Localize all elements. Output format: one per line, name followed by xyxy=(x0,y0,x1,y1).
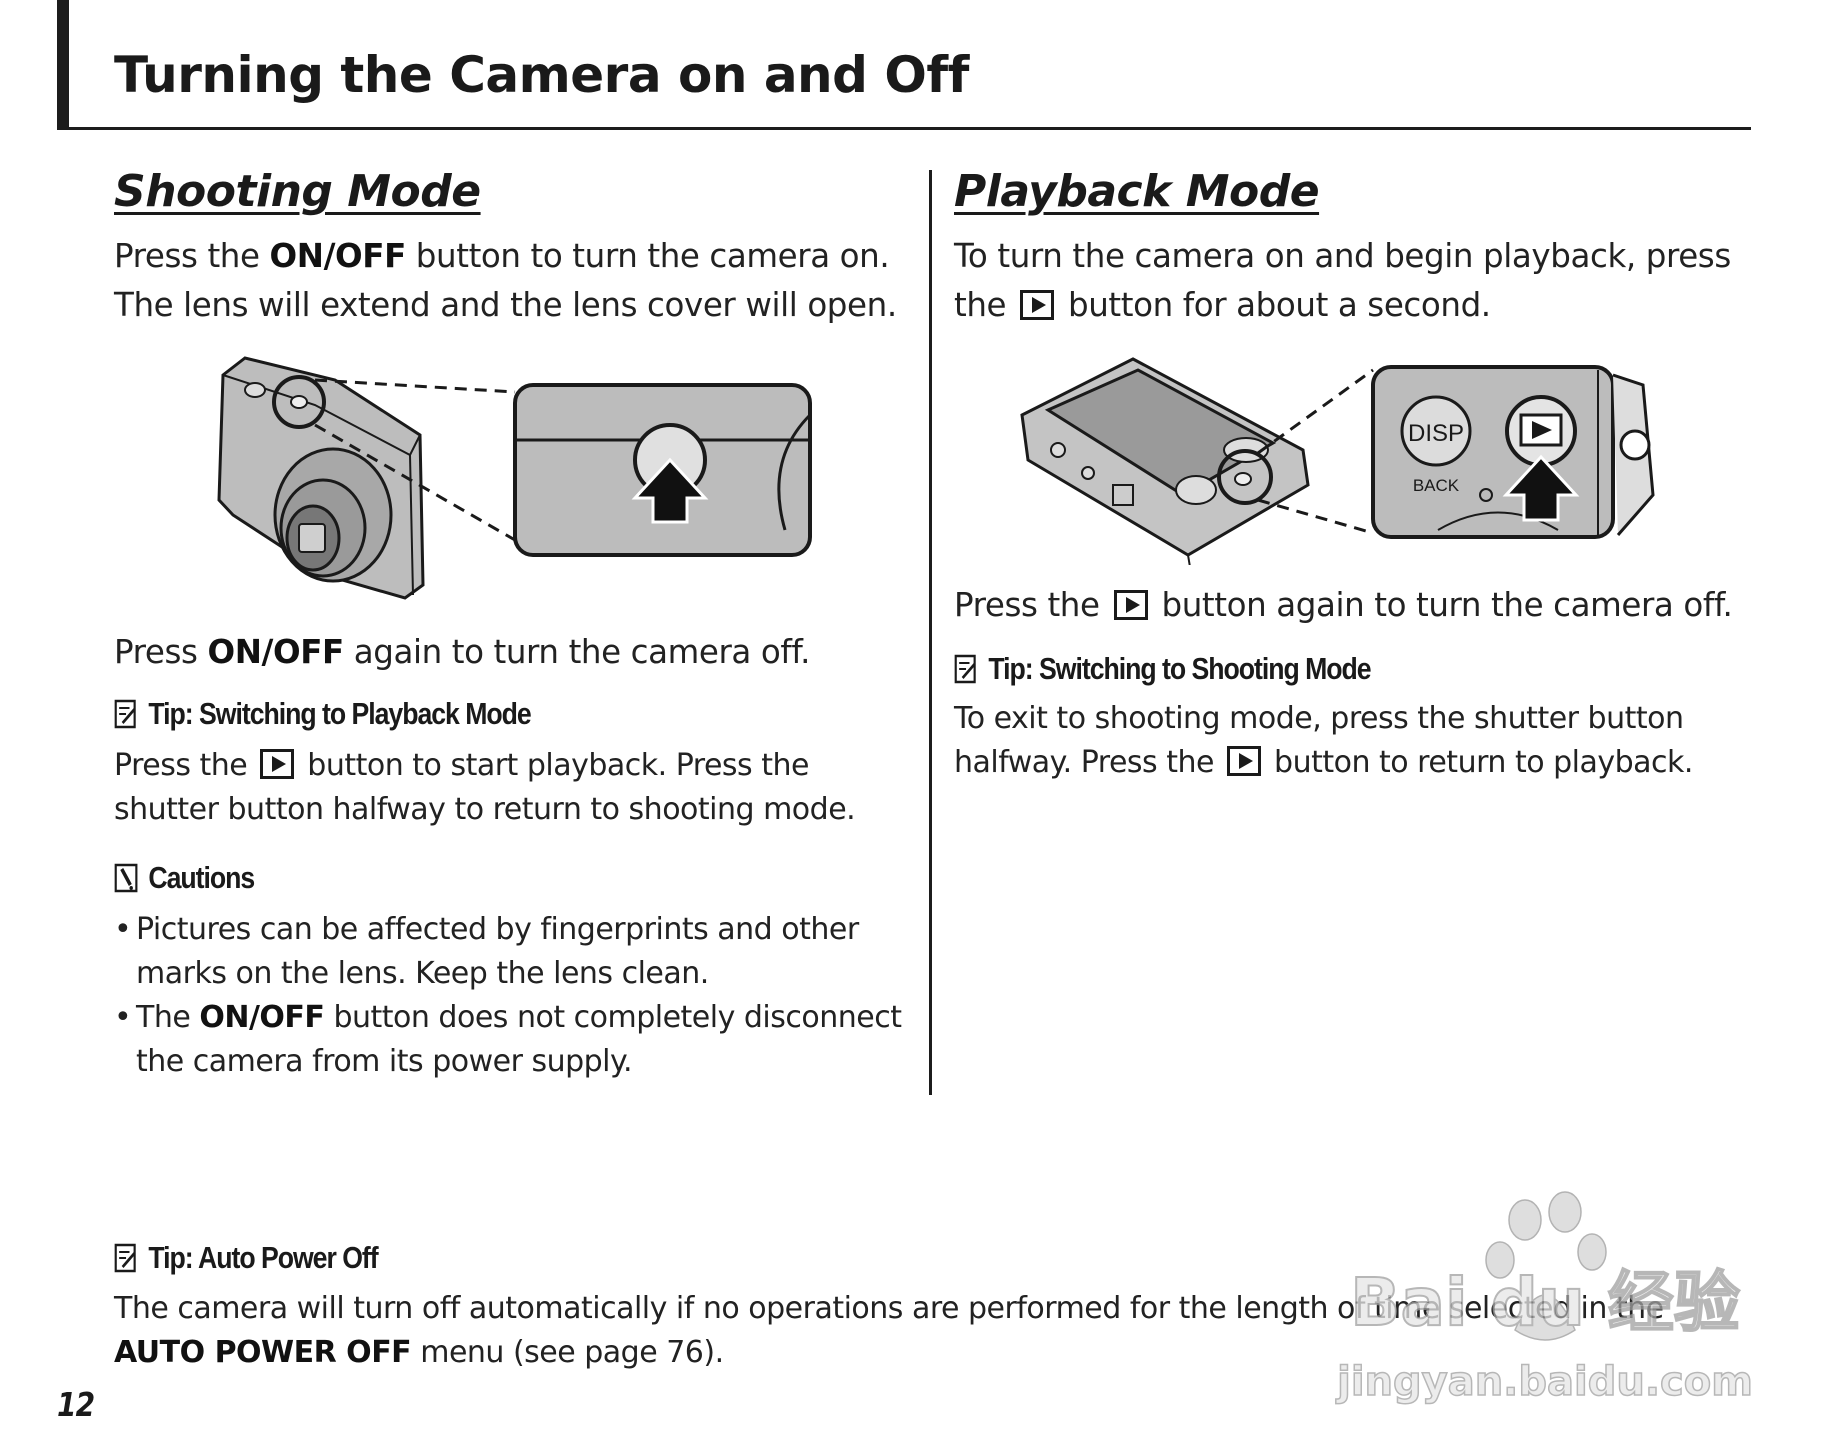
playback-button-icon xyxy=(1227,746,1261,776)
paw-logo-icon xyxy=(1485,1191,1607,1341)
cautions-header: Cautions xyxy=(114,860,255,896)
tip-note-icon xyxy=(114,1243,136,1273)
camera-back-icon xyxy=(1020,357,1310,565)
tip-title: Tip: Switching to Shooting Mode xyxy=(988,651,1371,686)
baidu-watermark: Bai du 经验 jingyan.baidu.com xyxy=(1334,1191,1754,1406)
playback-mode-illustration: DISP BACK xyxy=(1020,357,1655,565)
shooting-mode-heading: Shooting Mode xyxy=(114,166,481,217)
watermark-line-2: jingyan.baidu.com xyxy=(1335,1359,1753,1405)
back-button-label: BACK xyxy=(1413,476,1460,495)
text: halfway. Press the xyxy=(954,745,1223,780)
text: button to return to playback. xyxy=(1265,745,1693,780)
shooting-off-line: Press ON/OFF again to turn the camera of… xyxy=(114,628,810,677)
text: the xyxy=(954,286,1017,324)
text: The xyxy=(136,1000,200,1035)
tip-note-icon xyxy=(114,699,136,729)
text: menu (see page 76). xyxy=(411,1335,724,1370)
playback-button-icon xyxy=(260,749,295,779)
tip-shooting-line-2: halfway. Press the button to return to p… xyxy=(954,741,1693,785)
cautions-title: Cautions xyxy=(148,860,255,895)
tip-auto-power-line-1: The camera will turn off automatically i… xyxy=(114,1291,1664,1326)
tip-shooting-line-1: To exit to shooting mode, press the shut… xyxy=(954,701,1684,736)
text: Press the xyxy=(114,237,270,275)
shooting-mode-illustration xyxy=(217,356,812,600)
text: button to turn the camera on. xyxy=(405,237,890,275)
playback-paragraph-line-2: the button for about a second. xyxy=(954,281,1491,330)
playback-button-icon xyxy=(1020,290,1055,320)
text: Press the xyxy=(114,748,257,783)
playback-mode-heading: Playback Mode xyxy=(954,166,1320,217)
tip-note-icon xyxy=(954,654,976,684)
text: Press xyxy=(114,633,208,671)
tip-title: Tip: Auto Power Off xyxy=(148,1240,378,1275)
auto-power-off-keyword: AUTO POWER OFF xyxy=(114,1335,412,1370)
text: Press the xyxy=(954,586,1110,624)
text: button does not completely disconnect xyxy=(324,1000,902,1035)
text: button to start playback. Press the xyxy=(298,748,809,783)
playback-button-closeup: DISP BACK xyxy=(1371,365,1655,539)
cautions-list: Pictures can be affected by fingerprints… xyxy=(114,908,902,1084)
caution-item: The ON/OFF button does not completely di… xyxy=(114,996,902,1084)
caution-item: Pictures can be affected by fingerprints… xyxy=(114,908,901,996)
text: button again to turn the camera off. xyxy=(1151,586,1733,624)
text: marks on the lens. Keep the lens clean. xyxy=(136,956,709,991)
on-off-button-closeup xyxy=(513,383,812,557)
shooting-paragraph-line-2: The lens will extend and the lens cover … xyxy=(114,286,897,324)
caution-icon xyxy=(114,863,138,893)
on-off-keyword: ON/OFF xyxy=(207,633,344,671)
text: again to turn the camera off. xyxy=(343,633,811,671)
tip-shooting-header: Tip: Switching to Shooting Mode xyxy=(954,651,1372,687)
tip-title: Tip: Switching to Playback Mode xyxy=(148,696,531,731)
header-rule xyxy=(57,127,1751,130)
tip-playback-header: Tip: Switching to Playback Mode xyxy=(114,696,532,732)
page-number: 12 xyxy=(57,1385,95,1424)
tip-auto-power-line-2: AUTO POWER OFF menu (see page 76). xyxy=(114,1331,724,1375)
playback-paragraph-line-1: To turn the camera on and begin playback… xyxy=(954,237,1731,275)
watermark-line-1: Bai du 经验 xyxy=(1350,1264,1740,1341)
tip-playback-line-2: shutter button halfway to return to shoo… xyxy=(114,792,856,827)
tip-playback-line-1: Press the button to start playback. Pres… xyxy=(114,744,809,788)
shooting-paragraph-line-1: Press the ON/OFF button to turn the came… xyxy=(114,232,890,281)
column-divider xyxy=(929,170,932,1095)
text: button for about a second. xyxy=(1058,286,1491,324)
text: the camera from its power supply. xyxy=(136,1044,633,1079)
playback-off-line: Press the button again to turn the camer… xyxy=(954,581,1733,630)
tip-auto-power-header: Tip: Auto Power Off xyxy=(114,1240,379,1276)
camera-front-icon xyxy=(217,356,425,600)
on-off-keyword: ON/OFF xyxy=(269,237,407,275)
playback-button-icon xyxy=(1113,590,1148,620)
text: Pictures can be affected by fingerprints… xyxy=(136,912,859,947)
disp-button-label: DISP xyxy=(1408,420,1464,447)
on-off-keyword: ON/OFF xyxy=(199,1000,325,1035)
page-title: Turning the Camera on and Off xyxy=(114,46,969,104)
header-left-bar xyxy=(57,0,69,130)
